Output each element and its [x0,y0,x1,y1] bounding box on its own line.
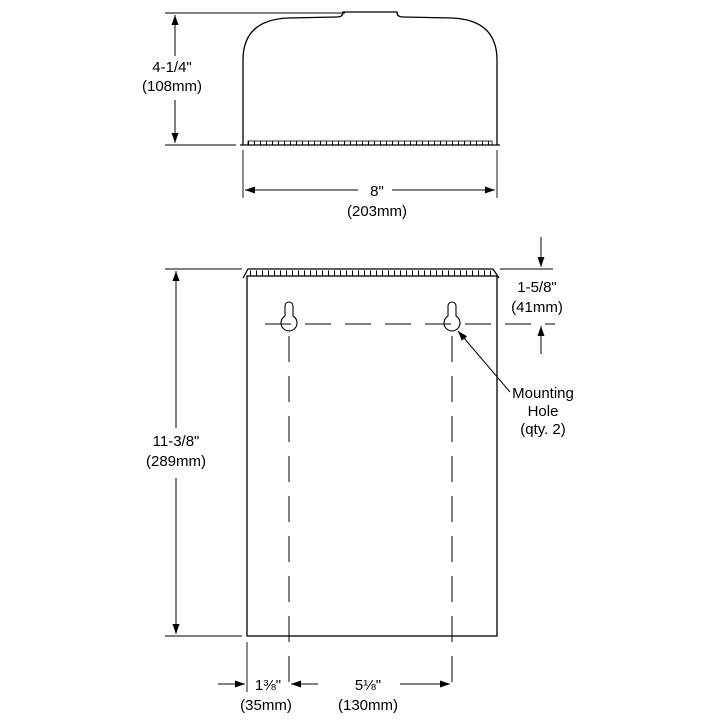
callout-line-2: Hole [528,403,559,420]
left-offset-metric: (35mm) [240,697,292,714]
callout-line-3: (qty. 2) [520,421,566,438]
mounting-hole-left [280,301,298,332]
hole-offset-imperial: 1-5/8" [517,279,557,296]
top-height-imperial: 4-1/4" [152,59,192,76]
callout-leader [457,330,511,393]
front-view [242,268,555,690]
front-height-imperial: 11-3/8" [153,433,200,450]
front-view-body [246,275,498,637]
left-offset-imperial: 1⅜" [255,677,281,694]
front-view-top-lip [242,268,500,279]
top-height-dimension: 4-1/4" (108mm) [142,12,345,146]
callout-line-1: Mounting [512,385,574,402]
top-view [240,11,500,146]
front-height-dimension: 11-3/8" (289mm) [146,268,242,637]
top-width-imperial: 8" [370,183,384,200]
top-width-dimension: 8" (203mm) [242,150,498,220]
front-height-metric: (289mm) [146,453,206,470]
hole-spacing-imperial: 5⅛" [355,677,381,694]
top-height-metric: (108mm) [142,78,202,95]
top-view-outline [242,11,498,145]
bottom-dimensions: 1⅜" (35mm) 5⅛" (130mm) [218,642,450,714]
hole-offset-dimension: 1-5/8" (41mm) [500,237,563,354]
hole-offset-metric: (41mm) [511,299,563,316]
hole-spacing-metric: (130mm) [338,697,398,714]
top-width-metric: (203mm) [347,203,407,220]
mounting-hole-right [443,301,461,332]
mounting-hole-callout: Mounting Hole (qty. 2) [457,330,574,438]
